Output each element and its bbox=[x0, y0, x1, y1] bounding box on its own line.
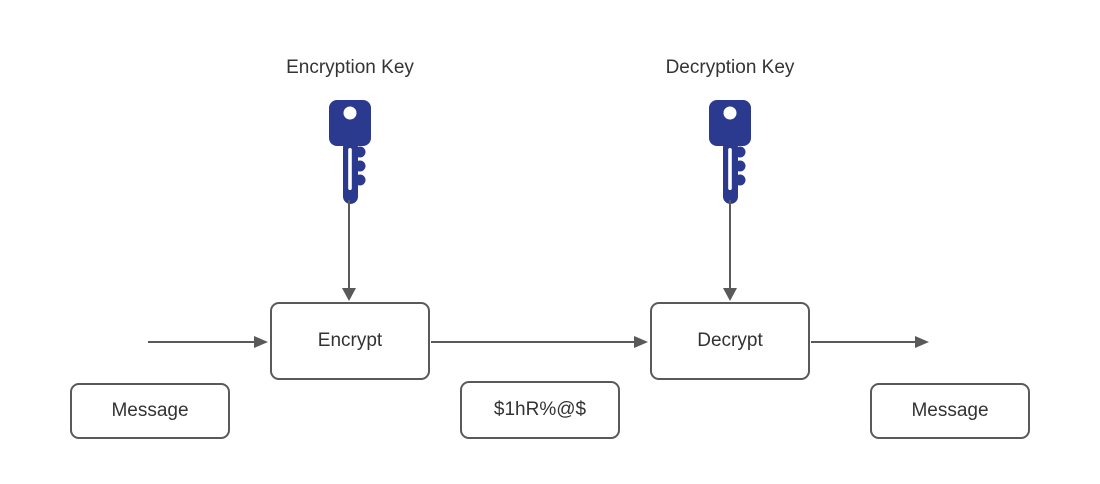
arrow-line bbox=[811, 341, 915, 343]
encryption-key-label: Encryption Key bbox=[286, 57, 414, 78]
arrow-head bbox=[723, 288, 737, 301]
arrow-head bbox=[915, 336, 929, 348]
encryption-key-icon bbox=[328, 100, 372, 204]
arrow-line bbox=[348, 200, 350, 290]
decryption-key-label: Decryption Key bbox=[665, 57, 795, 78]
message-output-label: Message bbox=[911, 400, 989, 421]
arrow-line bbox=[431, 341, 634, 343]
arrow-line bbox=[729, 200, 731, 290]
message-input-label: Message bbox=[111, 400, 189, 421]
ciphertext-node: $1hR%@$ bbox=[460, 381, 620, 439]
decrypt-node: Decrypt bbox=[650, 302, 810, 380]
encrypt-node: Encrypt bbox=[270, 302, 430, 380]
message-output-node: Message bbox=[870, 383, 1030, 439]
arrow-head bbox=[634, 336, 648, 348]
ciphertext-label: $1hR%@$ bbox=[493, 399, 587, 420]
message-input-node: Message bbox=[70, 383, 230, 439]
arrow-line bbox=[148, 341, 254, 343]
arrow-head bbox=[342, 288, 356, 301]
decryption-key-icon bbox=[708, 100, 752, 204]
arrow-head bbox=[254, 336, 268, 348]
decrypt-node-label: Decrypt bbox=[697, 330, 763, 351]
encrypt-node-label: Encrypt bbox=[317, 330, 383, 351]
